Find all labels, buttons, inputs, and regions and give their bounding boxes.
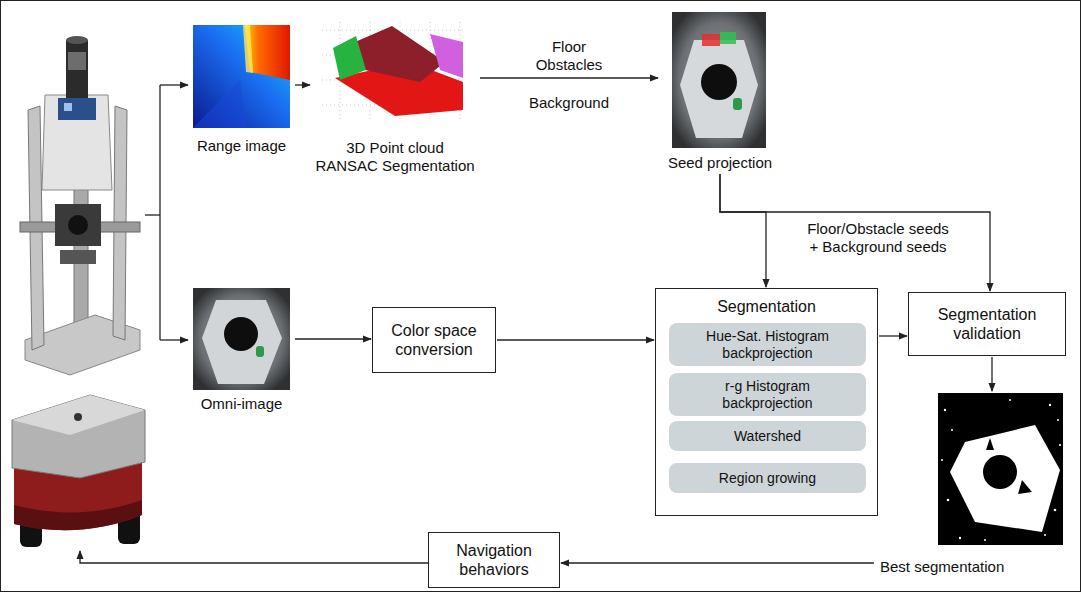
flow-note: Floor/Obstacle seeds + Background seeds bbox=[803, 220, 953, 256]
group-box: SegmentationHue-Sat. Histogram backproje… bbox=[655, 288, 878, 516]
method-box: Hue-Sat. Histogram backprojection bbox=[669, 323, 866, 366]
seed-projection-picture bbox=[672, 12, 766, 148]
method-box: r-g Histogram backprojection bbox=[669, 373, 866, 416]
point-cloud-picture bbox=[322, 22, 465, 120]
image-caption: 3D Point cloud RANSAC Segmentation bbox=[314, 139, 476, 175]
flow-arrow bbox=[879, 335, 907, 336]
box-label: Color space conversion bbox=[381, 321, 487, 359]
flow-arrow bbox=[497, 339, 654, 340]
box-label: Region growing bbox=[719, 470, 816, 486]
box-label: Navigation behaviors bbox=[437, 541, 551, 579]
flow-arrow bbox=[561, 562, 874, 563]
process-box: Segmentation validation bbox=[908, 292, 1066, 356]
flow-arrow bbox=[480, 77, 658, 78]
image-panel: Omni-image bbox=[190, 288, 293, 413]
image-caption: Seed projection bbox=[668, 154, 772, 172]
flow-arrow bbox=[720, 174, 766, 287]
image-caption: Best segmentation bbox=[880, 558, 1004, 576]
box-label: Segmentation validation bbox=[917, 305, 1057, 343]
range-image-picture bbox=[193, 25, 290, 128]
process-box: Navigation behaviors bbox=[428, 532, 560, 588]
flow-arrow bbox=[295, 338, 371, 339]
process-box: Color space conversion bbox=[372, 307, 496, 373]
flow-note: Background bbox=[504, 94, 634, 112]
flow-arrow bbox=[295, 84, 310, 85]
image-caption: Range image bbox=[197, 137, 286, 155]
image-panel: Best segmentation bbox=[876, 392, 1066, 576]
edge-label: Floor Obstacles bbox=[527, 38, 611, 74]
group-title: Segmentation bbox=[656, 297, 877, 316]
flow-arrow bbox=[720, 174, 990, 291]
best-segmentation-picture bbox=[938, 393, 1063, 545]
box-label: r-g Histogram backprojection bbox=[688, 378, 848, 410]
image-panel: 3D Point cloud RANSAC Segmentation bbox=[312, 20, 478, 175]
box-label: Hue-Sat. Histogram backprojection bbox=[688, 328, 848, 360]
box-label: Watershed bbox=[734, 428, 801, 444]
image-panel: Seed projection bbox=[660, 12, 780, 172]
method-box: Region growing bbox=[669, 463, 866, 493]
robot-photo bbox=[12, 36, 145, 547]
omni-image-picture bbox=[193, 288, 290, 390]
feedback-line bbox=[80, 551, 428, 563]
method-box: Watershed bbox=[669, 421, 866, 451]
image-panel: Range image bbox=[190, 25, 293, 155]
flow-arrow bbox=[991, 357, 992, 391]
image-caption: Omni-image bbox=[201, 395, 283, 413]
